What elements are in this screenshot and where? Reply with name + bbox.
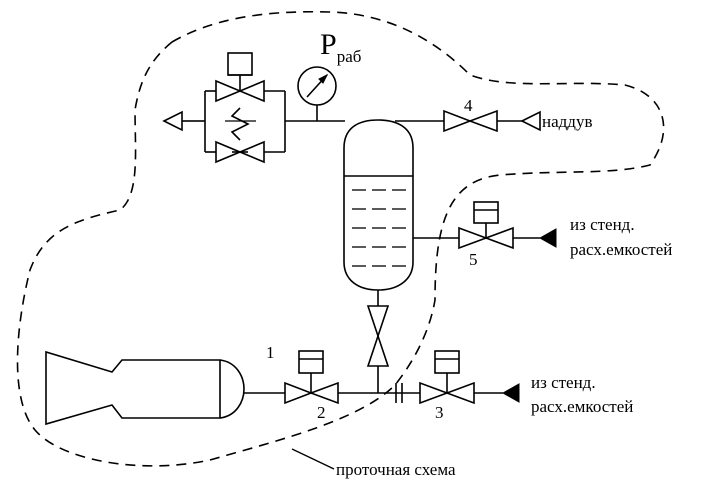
supply-upper-line2: расх.емкостей — [570, 240, 673, 259]
tank-outlet-valve — [366, 290, 390, 393]
supply-lower-line1: из стенд. — [531, 373, 596, 392]
solenoid-valve-upper — [215, 52, 265, 103]
fill-line-valve-5 — [413, 201, 557, 250]
flow-scheme-boundary — [16, 10, 665, 467]
bypass-frame — [190, 90, 345, 153]
valve-number-5: 5 — [469, 250, 478, 269]
pressure-label-main: P — [320, 28, 337, 61]
supply-lower-line2: расх.емкостей — [531, 397, 634, 416]
pressure-label: Pраб — [320, 28, 361, 66]
valve-number-4: 4 — [464, 96, 473, 115]
rocket-engine — [45, 350, 245, 426]
flow-scheme-label: проточная схема — [336, 460, 456, 479]
flow-scheme-leader — [291, 448, 335, 470]
pressure-label-sub: раб — [336, 47, 362, 66]
propellant-tank — [343, 119, 414, 291]
valve-number-1: 1 — [266, 343, 275, 362]
supply-upper-line1: из стенд. — [570, 215, 635, 234]
valve-number-2: 2 — [317, 403, 326, 422]
main-feed-line — [244, 350, 520, 405]
outlet-port-arrow — [162, 110, 190, 132]
relief-spring-symbol — [225, 107, 256, 141]
pressure-gauge — [297, 66, 337, 121]
valve-lower-bypass — [215, 140, 265, 164]
pressurization-line — [395, 109, 541, 133]
valve-number-3: 3 — [435, 403, 444, 422]
pressurization-label: наддув — [542, 112, 593, 131]
